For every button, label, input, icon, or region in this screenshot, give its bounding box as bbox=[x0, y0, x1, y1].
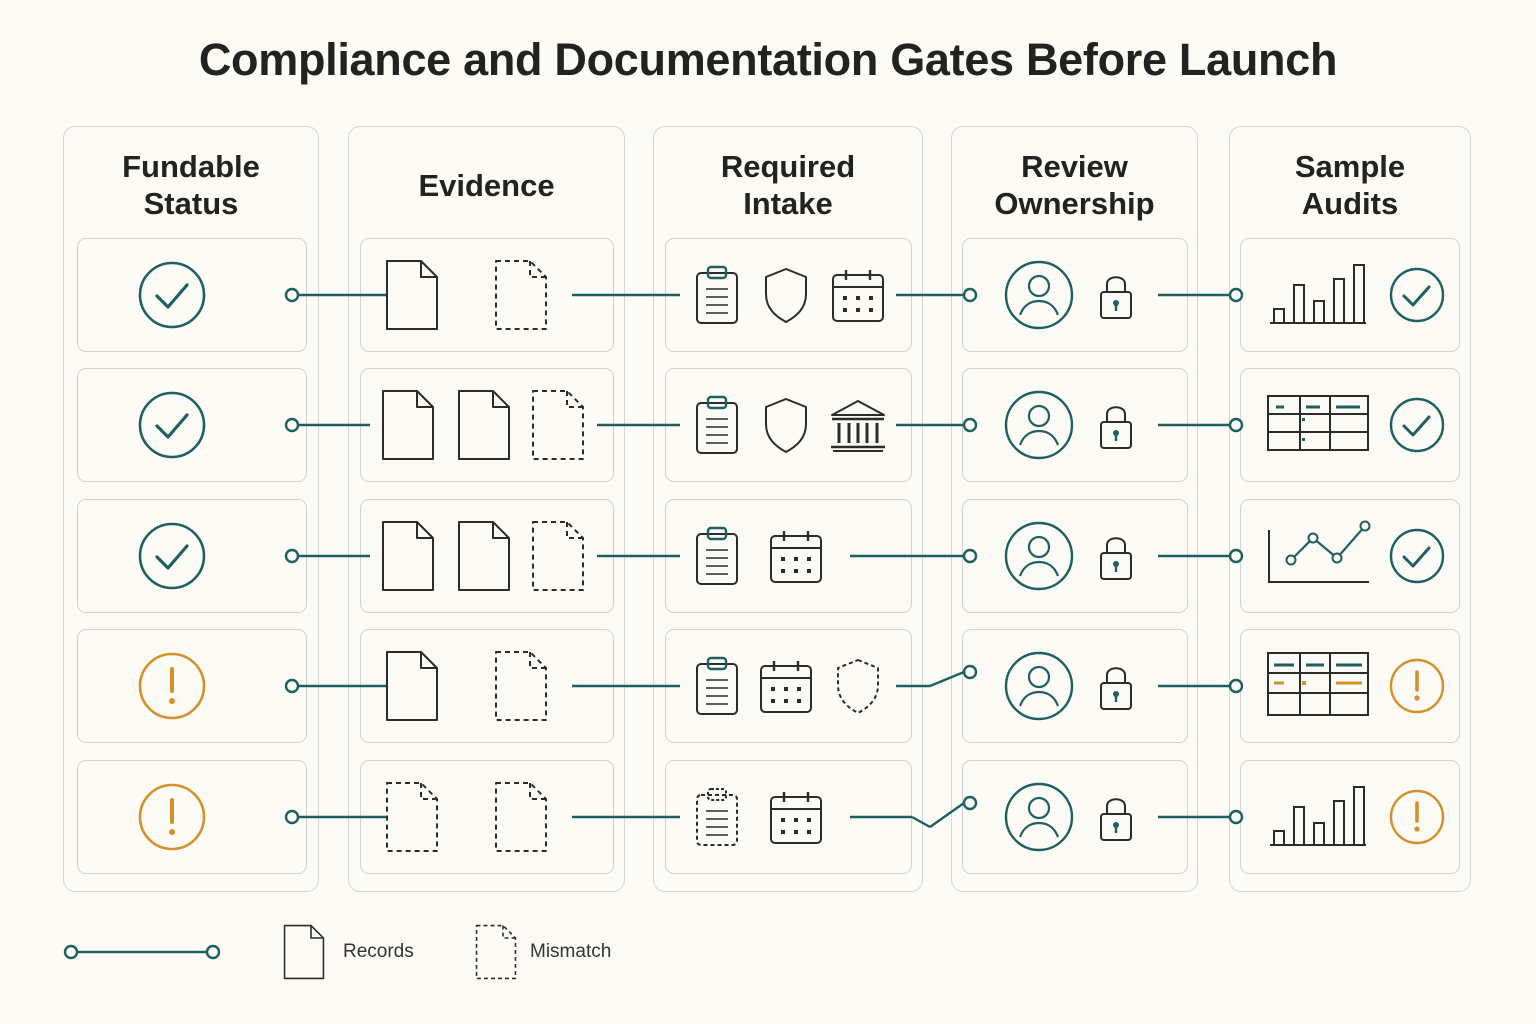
document-icon bbox=[382, 521, 434, 591]
gate-card-evidence bbox=[360, 499, 614, 613]
mismatch-document-icon bbox=[475, 924, 517, 980]
user-icon bbox=[1004, 651, 1074, 721]
gate-card-intake bbox=[665, 629, 912, 743]
clipboard-icon bbox=[696, 656, 738, 715]
user-icon bbox=[1004, 782, 1074, 852]
calendar-icon bbox=[832, 270, 884, 322]
gate-card-audits bbox=[1240, 760, 1460, 874]
column-review: Review Ownership bbox=[951, 126, 1198, 892]
column-fundable: Fundable Status bbox=[63, 126, 319, 892]
bar-chart-icon bbox=[1270, 264, 1366, 324]
check-circle-icon bbox=[1389, 528, 1445, 584]
dashed-shield-icon bbox=[837, 658, 879, 714]
document-icon bbox=[386, 651, 438, 721]
shield-icon bbox=[765, 397, 807, 453]
calendar-icon bbox=[760, 661, 812, 713]
table-icon bbox=[1267, 652, 1369, 716]
gate-card-evidence bbox=[360, 368, 614, 482]
user-icon bbox=[1004, 390, 1074, 460]
clipboard-icon bbox=[696, 526, 738, 585]
gate-card-audits bbox=[1240, 629, 1460, 743]
check-circle-icon bbox=[1389, 397, 1445, 453]
gate-card-fundable bbox=[77, 238, 307, 352]
check-circle-icon bbox=[138, 391, 206, 459]
legend-records-label: Records bbox=[343, 941, 414, 962]
user-icon bbox=[1004, 521, 1074, 591]
connector-icon bbox=[63, 944, 221, 960]
document-icon bbox=[458, 521, 510, 591]
clipboard-icon bbox=[696, 395, 738, 454]
dashed-document-icon bbox=[495, 651, 547, 721]
column-evidence: Evidence bbox=[348, 126, 625, 892]
calendar-icon bbox=[770, 792, 822, 844]
gate-card-fundable bbox=[77, 629, 307, 743]
check-circle-icon bbox=[138, 522, 206, 590]
lock-icon bbox=[1100, 667, 1132, 710]
bank-icon bbox=[831, 400, 885, 452]
warning-circle-icon bbox=[138, 783, 206, 851]
calendar-icon bbox=[770, 531, 822, 583]
dashed-document-icon bbox=[495, 260, 547, 330]
table-icon bbox=[1267, 395, 1369, 451]
gate-card-evidence bbox=[360, 238, 614, 352]
document-icon bbox=[386, 260, 438, 330]
user-icon bbox=[1004, 260, 1074, 330]
column-title: Sample Audits bbox=[1294, 149, 1406, 221]
check-circle-icon bbox=[138, 261, 206, 329]
column-title: Required Intake bbox=[720, 149, 856, 221]
column-title: Fundable Status bbox=[122, 149, 260, 221]
records-document-icon bbox=[283, 924, 325, 980]
gate-card-review bbox=[962, 629, 1188, 743]
dashed-clipboard-icon bbox=[696, 788, 738, 846]
dashed-document-icon bbox=[532, 521, 584, 591]
bar-chart-icon bbox=[1270, 786, 1366, 846]
gate-card-intake bbox=[665, 238, 912, 352]
document-icon bbox=[458, 390, 510, 460]
dashed-document-icon bbox=[495, 782, 547, 852]
document-icon bbox=[382, 390, 434, 460]
lock-icon bbox=[1100, 406, 1132, 449]
warning-circle-icon bbox=[1389, 789, 1445, 845]
column-audits: Sample Audits bbox=[1229, 126, 1471, 892]
gate-card-fundable bbox=[77, 368, 307, 482]
column-title: Review Ownership bbox=[994, 149, 1155, 221]
line-chart-icon bbox=[1268, 520, 1371, 583]
legend-mismatch-label: Mismatch bbox=[530, 941, 612, 962]
column-intake: Required Intake bbox=[653, 126, 923, 892]
page-title: Compliance and Documentation Gates Befor… bbox=[198, 34, 1338, 85]
clipboard-icon bbox=[696, 265, 738, 324]
gate-card-review bbox=[962, 499, 1188, 613]
column-title: Evidence bbox=[418, 167, 555, 203]
lock-icon bbox=[1100, 798, 1132, 841]
shield-icon bbox=[765, 267, 807, 323]
dashed-document-icon bbox=[532, 390, 584, 460]
dashed-document-icon bbox=[386, 782, 438, 852]
gate-card-review bbox=[962, 760, 1188, 874]
gate-card-evidence bbox=[360, 760, 614, 874]
warning-circle-icon bbox=[138, 652, 206, 720]
gate-card-fundable bbox=[77, 499, 307, 613]
gate-card-evidence bbox=[360, 629, 614, 743]
check-circle-icon bbox=[1389, 267, 1445, 323]
gate-card-fundable bbox=[77, 760, 307, 874]
lock-icon bbox=[1100, 537, 1132, 580]
gate-card-review bbox=[962, 238, 1188, 352]
lock-icon bbox=[1100, 276, 1132, 319]
gate-card-review bbox=[962, 368, 1188, 482]
warning-circle-icon bbox=[1389, 658, 1445, 714]
